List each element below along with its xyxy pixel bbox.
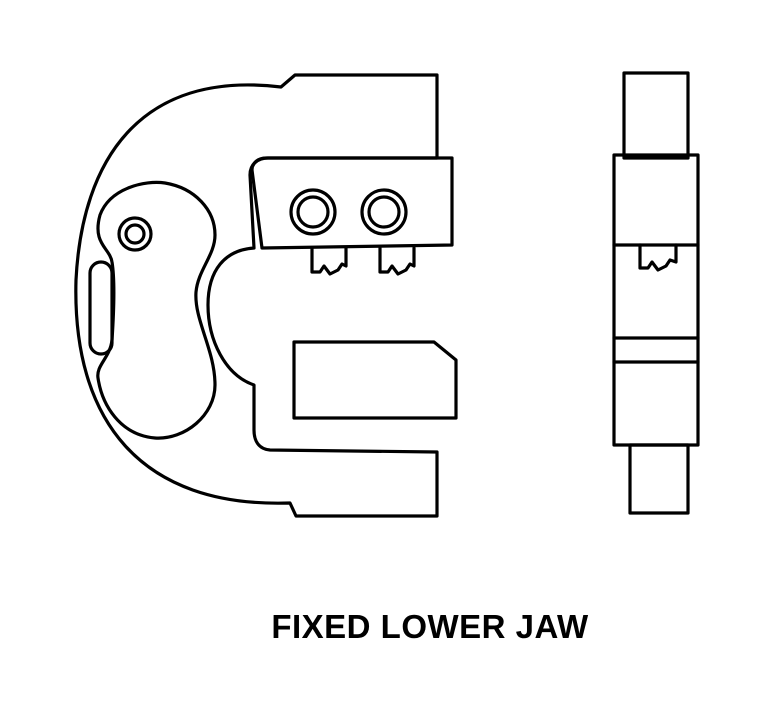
- lever-slot: [90, 262, 112, 354]
- side-bottom-stem: [630, 445, 688, 513]
- crimp-tooth-left: [312, 248, 346, 274]
- front-view: [76, 75, 456, 516]
- screw-hole-left-inner: [298, 197, 328, 227]
- upper-die-block: [252, 158, 452, 248]
- lower-jaw-insert: [294, 342, 456, 418]
- lever-plate: [98, 182, 215, 438]
- side-top-stem: [624, 73, 688, 158]
- pivot-hole-inner: [126, 225, 144, 243]
- jaw-body-outline: [76, 75, 437, 516]
- diagram-caption: FIXED LOWER JAW: [271, 608, 589, 645]
- side-view: [614, 73, 698, 513]
- crimp-tooth-right: [380, 248, 414, 274]
- side-body: [614, 155, 698, 445]
- side-crimp-tooth: [640, 245, 676, 270]
- screw-hole-right-outer: [362, 190, 406, 234]
- screw-hole-left-outer: [291, 190, 335, 234]
- pivot-hole-outer: [119, 218, 151, 250]
- screw-hole-right-inner: [369, 197, 399, 227]
